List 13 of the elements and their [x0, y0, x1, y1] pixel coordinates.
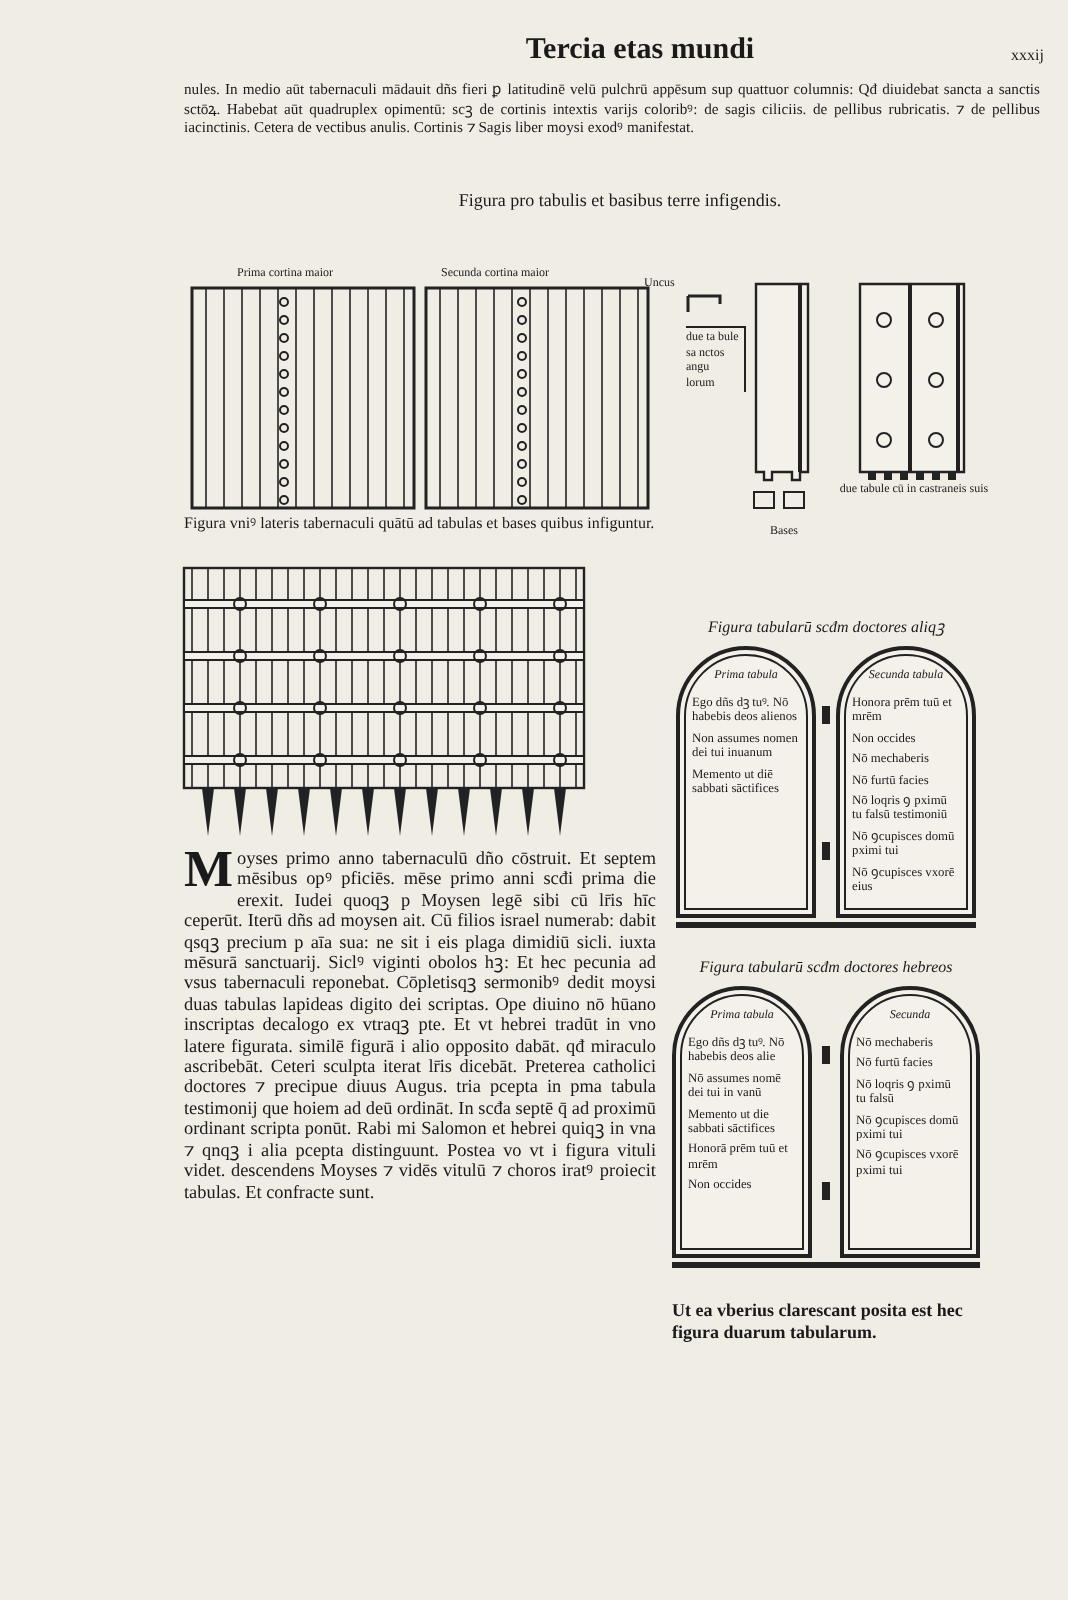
stone-tablet — [836, 646, 976, 918]
tablet-pair-figure — [676, 616, 976, 928]
stone-tablet — [840, 986, 980, 1258]
figure-caption: Figura vniꝰ lateris tabernaculi quātū ad tabulas et bases quibus infiguntur. — [184, 514, 656, 533]
page-number: xxxij — [1009, 44, 1044, 68]
figure-heading: Figura tabularū scđm doctores aliqꝫ — [706, 616, 947, 640]
stone-tablet — [672, 986, 812, 1258]
stone-tablet — [676, 646, 816, 918]
tablet-pair-figure — [672, 956, 980, 1268]
figure-caption: Ut ea vberius clarescant posita est hec figura duarum tabularum. — [672, 1300, 965, 1342]
figure-heading: Figura tabularū scđm doctores hebreos — [697, 956, 955, 980]
figure-heading: Figura pro tabulis et basibus terre infigendis. — [456, 188, 784, 214]
page-title: Tercia etas mundi — [523, 32, 757, 70]
